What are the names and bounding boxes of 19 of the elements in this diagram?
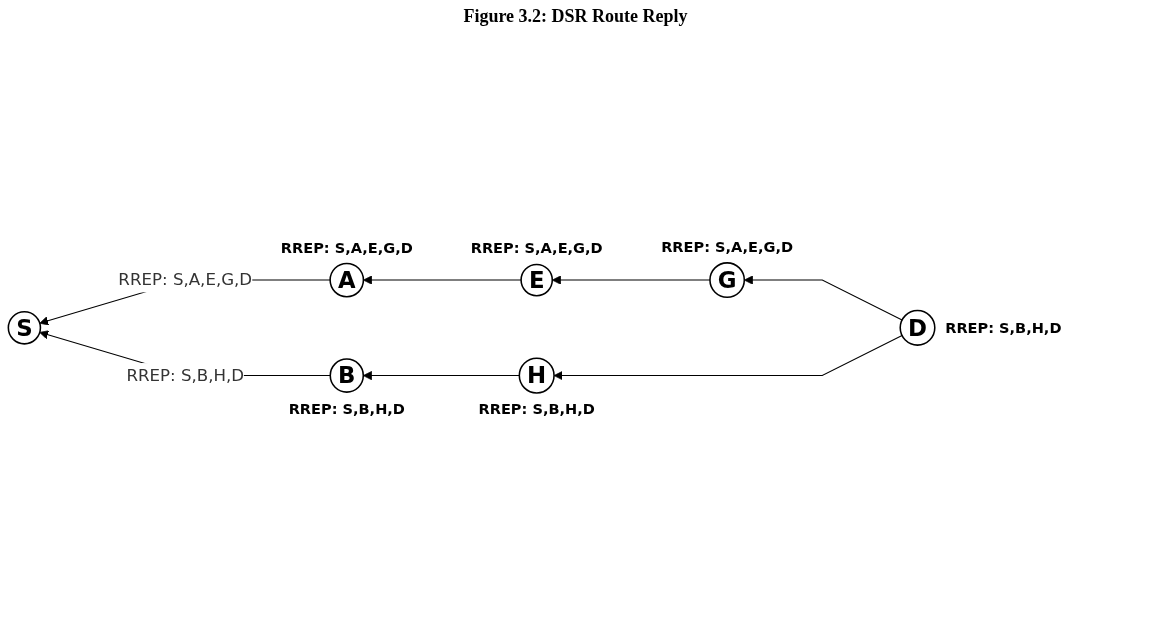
node-caption: RREP: S,B,H,D <box>288 399 405 417</box>
node-caption: RREP: S,A,E,G,D <box>661 238 794 256</box>
node-circle: E <box>520 263 554 297</box>
arrow <box>553 335 903 381</box>
node-circle: B <box>329 358 365 393</box>
node-caption: RREP: S,B,H,D <box>945 319 1062 337</box>
node-caption: RREP: S,B,H,D <box>478 399 595 417</box>
node-circle: G <box>709 262 746 299</box>
node-circle: D <box>899 309 936 346</box>
node-circle: S <box>7 311 42 345</box>
arrow <box>363 275 522 285</box>
node-circle: H <box>518 357 555 394</box>
figure-title: Figure 3.2: DSR Route Reply <box>462 6 689 27</box>
edge-label: RREP: S,B,H,D <box>126 365 245 386</box>
arrow <box>362 371 520 381</box>
node-caption: RREP: S,A,E,G,D <box>280 238 413 256</box>
edge-label: RREP: S,A,E,G,D <box>118 269 253 290</box>
node-circle: A <box>329 262 365 298</box>
node-caption: RREP: S,A,E,G,D <box>470 238 603 256</box>
